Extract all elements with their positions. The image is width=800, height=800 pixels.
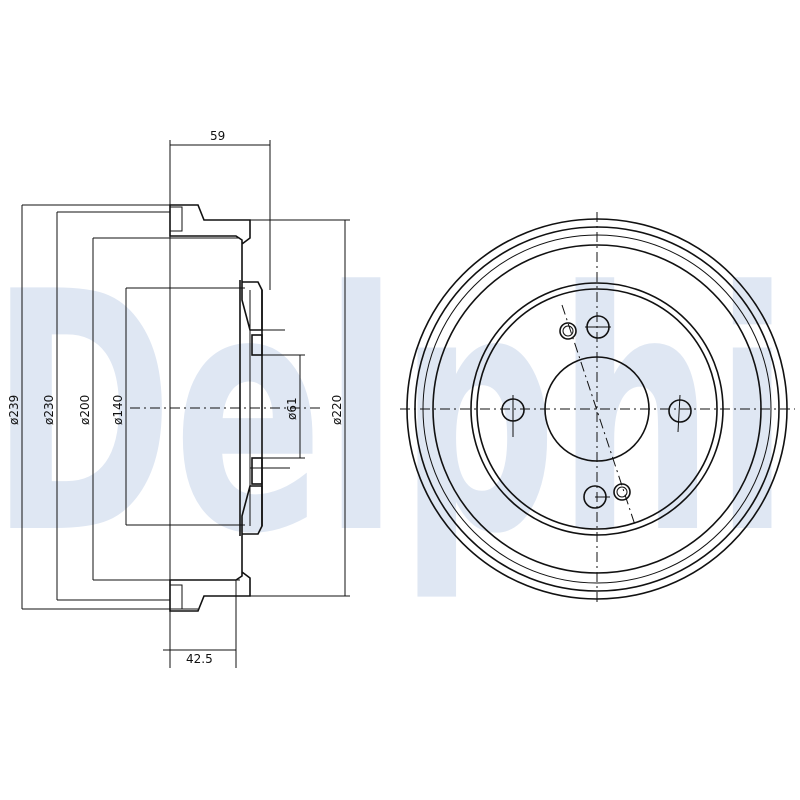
side-section-view: 59 42.5 ø239 ø230 ø200 ø140 ø61 ø220 [7, 129, 350, 668]
bolt-holes [501, 315, 692, 509]
dim-59: 59 [210, 129, 225, 143]
marker-holes [559, 322, 631, 501]
dim-d61: ø61 [285, 397, 299, 420]
drum-bottom-section [169, 485, 263, 612]
dim-d140: ø140 [111, 395, 125, 425]
dim-d239: ø239 [7, 395, 21, 425]
dim-42-5: 42.5 [186, 652, 213, 666]
dim-d220: ø220 [330, 395, 344, 425]
dim-d200: ø200 [78, 395, 92, 425]
front-view [400, 212, 795, 606]
watermark-logo: Delphi [0, 222, 790, 606]
dim-d230: ø230 [42, 395, 56, 425]
